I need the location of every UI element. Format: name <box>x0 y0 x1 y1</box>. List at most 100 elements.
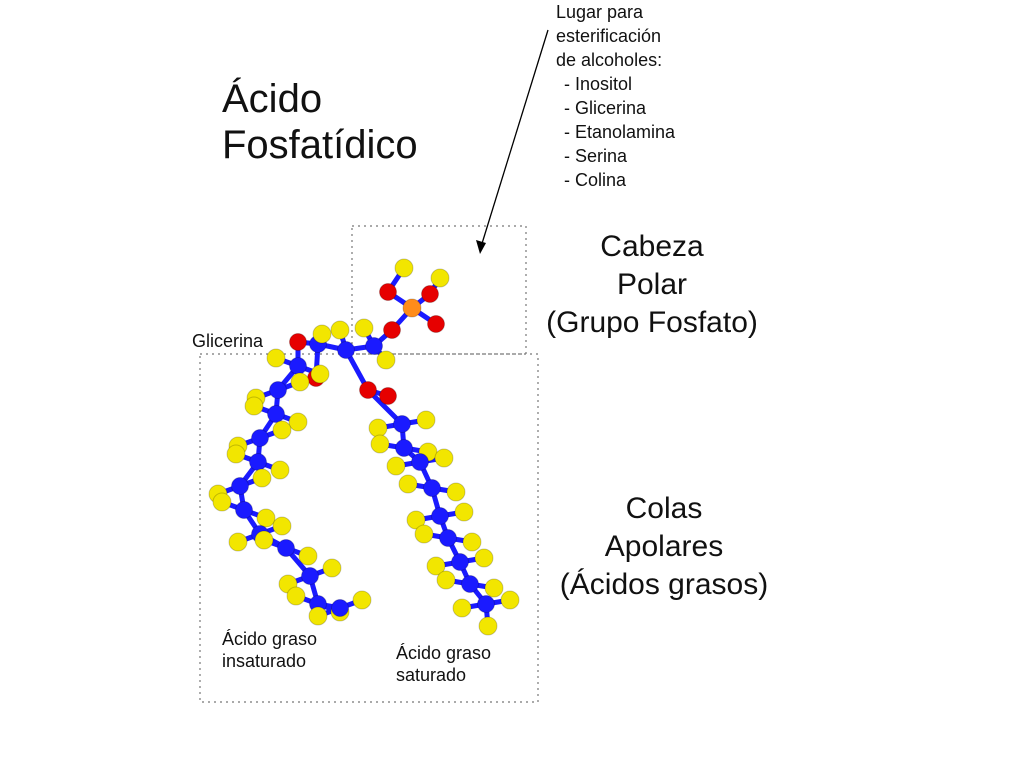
apolar-tails-line-1: Colas <box>625 492 703 525</box>
polar-head-line-1: Cabeza <box>600 230 704 263</box>
carbon-atom <box>395 439 413 457</box>
pointer-arrow <box>479 29 549 251</box>
hydrogen-atom <box>308 606 328 626</box>
note-line-2: esterificación <box>556 26 662 46</box>
hydrogen-atom <box>394 258 414 278</box>
phosphorus-atom <box>402 298 422 318</box>
carbon-atom <box>439 529 457 547</box>
hydrogen-atom <box>244 396 264 416</box>
carbon-atom <box>461 575 479 593</box>
hydrogen-atom <box>256 508 276 528</box>
hydrogen-atom <box>370 434 390 454</box>
hydrogen-atom <box>310 364 330 384</box>
hydrogen-atom <box>330 320 350 340</box>
carbon-atom <box>267 405 285 423</box>
carbon-atom <box>331 599 349 617</box>
title-line-1: Ácido <box>222 77 323 121</box>
unsaturated-line-1: Ácido graso <box>222 629 318 649</box>
saturated-fatty-acid-label: Ácido graso saturado <box>396 642 491 686</box>
hydrogen-atom <box>266 348 286 368</box>
hydrogen-atom <box>414 524 434 544</box>
apolar-tails-line-2: Apolares <box>604 530 724 563</box>
hydrogen-atom <box>426 556 446 576</box>
polar-head-label: Cabeza Polar (Grupo Fosfato) <box>528 228 776 342</box>
hydrogen-atom <box>286 586 306 606</box>
hydrogen-atom <box>474 548 494 568</box>
polar-head-line-3: (Grupo Fosfato) <box>546 306 758 339</box>
carbon-atom <box>337 341 355 359</box>
hydrogen-atom <box>434 448 454 468</box>
oxygen-atom <box>421 285 439 303</box>
hydrogen-atom <box>272 420 292 440</box>
hydrogen-atom <box>446 482 466 502</box>
hydrogen-atom <box>312 324 332 344</box>
atom-group <box>208 258 520 636</box>
glycerol-label: Glicerina <box>192 331 264 351</box>
carbon-atom <box>451 553 469 571</box>
polar-head-line-2: Polar <box>616 268 688 301</box>
note-item-inositol: - Inositol <box>564 74 633 94</box>
hydrogen-atom <box>454 502 474 522</box>
note-item-serina: - Serina <box>564 146 628 166</box>
oxygen-atom <box>383 321 401 339</box>
note-line-1: Lugar para <box>556 2 644 22</box>
note-item-colina: - Colina <box>564 170 627 190</box>
hydrogen-atom <box>430 268 450 288</box>
carbon-atom <box>249 453 267 471</box>
pointer-arrowhead <box>476 240 486 254</box>
unsaturated-line-2: insaturado <box>222 651 307 671</box>
hydrogen-atom <box>484 578 504 598</box>
carbon-atom <box>251 429 269 447</box>
hydrogen-atom <box>228 532 248 552</box>
hydrogen-atom <box>398 474 418 494</box>
hydrogen-atom <box>376 350 396 370</box>
hydrogen-atom <box>290 372 310 392</box>
carbon-atom <box>477 595 495 613</box>
apolar-tails-label: Colas Apolares (Ácidos grasos) <box>540 490 788 604</box>
oxygen-atom <box>289 333 307 351</box>
carbon-atom <box>269 381 287 399</box>
carbon-atom <box>277 539 295 557</box>
hydrogen-atom <box>226 444 246 464</box>
oxygen-atom <box>359 381 377 399</box>
hydrogen-atom <box>500 590 520 610</box>
hydrogen-atom <box>352 590 372 610</box>
carbon-atom <box>301 567 319 585</box>
carbon-atom <box>289 357 307 375</box>
hydrogen-atom <box>416 410 436 430</box>
carbon-atom <box>365 337 383 355</box>
carbon-atom <box>423 479 441 497</box>
carbon-atom <box>231 477 249 495</box>
oxygen-atom <box>427 315 445 333</box>
title-line-2: Fosfatídico <box>222 123 418 167</box>
hydrogen-atom <box>212 492 232 512</box>
unsaturated-fatty-acid-label: Ácido graso insaturado <box>222 628 317 672</box>
carbon-atom <box>411 453 429 471</box>
carbon-atom <box>431 507 449 525</box>
hydrogen-atom <box>436 570 456 590</box>
hydrogen-atom <box>478 616 498 636</box>
carbon-atom <box>393 415 411 433</box>
hydrogen-atom <box>252 468 272 488</box>
apolar-tails-box <box>199 353 539 703</box>
note-item-etanolamina: - Etanolamina <box>564 122 676 142</box>
hydrogen-atom <box>368 418 388 438</box>
hydrogen-atom <box>386 456 406 476</box>
oxygen-atom <box>379 387 397 405</box>
hydrogen-atom <box>298 546 318 566</box>
carbon-atom <box>235 501 253 519</box>
polar-head-box <box>351 225 527 355</box>
note-line-3: de alcoholes: <box>556 50 663 70</box>
hydrogen-atom <box>322 558 342 578</box>
saturated-line-2: saturado <box>396 665 467 685</box>
apolar-tails-line-3: (Ácidos grasos) <box>559 568 769 601</box>
hydrogen-atom <box>288 412 308 432</box>
hydrogen-atom <box>272 516 292 536</box>
oxygen-atom <box>379 283 397 301</box>
saturated-line-1: Ácido graso <box>396 643 492 663</box>
esterification-note: Lugar para esterificación de alcoholes: … <box>556 0 675 192</box>
hydrogen-atom <box>270 460 290 480</box>
hydrogen-atom <box>462 532 482 552</box>
hydrogen-atom <box>406 510 426 530</box>
